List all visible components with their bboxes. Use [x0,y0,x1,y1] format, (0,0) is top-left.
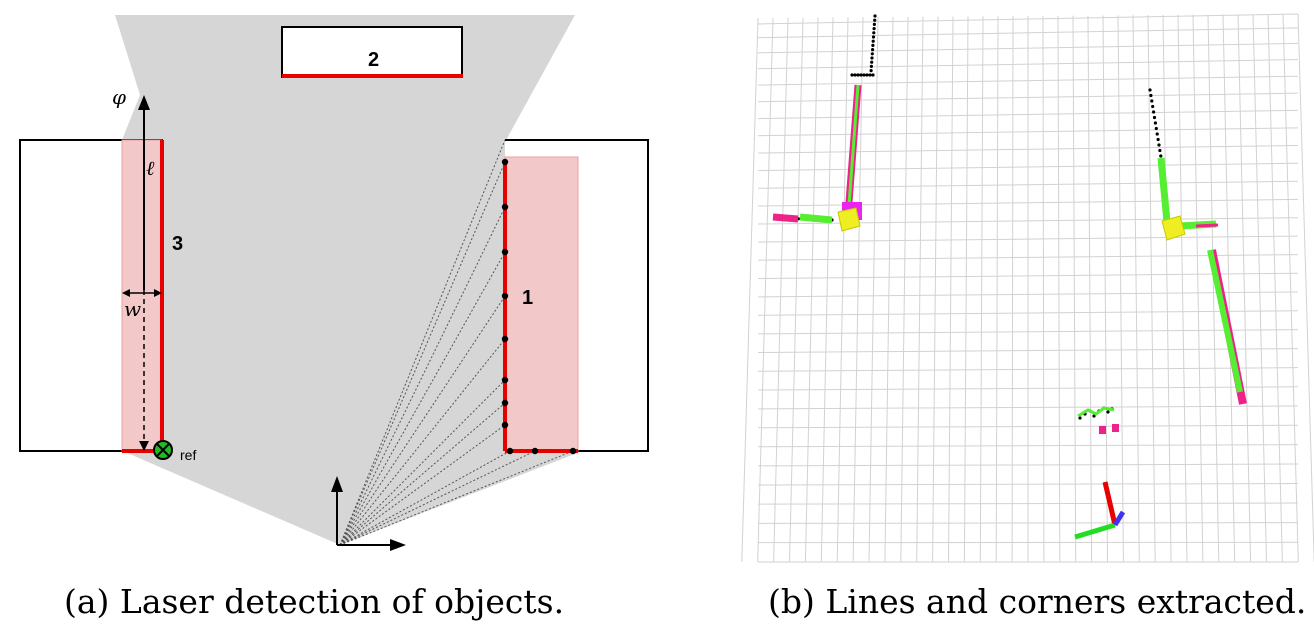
line-segment-green [847,84,860,206]
small-marker-magenta [1112,424,1119,432]
phi-axis-arrowhead [138,95,150,110]
line-segment-magenta [1195,223,1219,228]
robot-z-axis-blue [1112,510,1126,527]
extracted-features-view [741,13,1314,563]
object-1-label: 1 [522,287,533,309]
small-marker-magenta [1099,426,1106,434]
robot-x-axis-red [1102,481,1118,526]
length-arrowhead [139,441,149,451]
line-segment-magenta [772,213,799,223]
phi-label: φ [112,85,126,109]
line-segment-green [1077,406,1115,418]
laser-rays [339,139,574,546]
corner-marker-yellow [1161,215,1186,241]
laser-hit-points [501,158,577,455]
width-arrowhead-left [122,289,130,297]
line-segment-green [799,213,833,224]
sensor-x-arrowhead [390,539,406,551]
ground-grid [741,13,1314,563]
object-2-label: 2 [368,49,379,71]
sensor-y-arrowhead [331,476,343,492]
laser-field-of-view [115,15,585,545]
length-label: ℓ [146,156,155,180]
ref-marker-cross-b [156,443,170,457]
corner-marker-yellow [837,207,861,232]
line-segment-green [1157,157,1171,223]
laser-detection-diagram: φ ℓ w 3 ref 1 [19,15,649,551]
caption-b: (b) Lines and corners extracted. [768,582,1307,621]
ref-label: ref [180,447,196,463]
caption-a: (a) Laser detection of objects. [64,582,565,621]
object-2-box [281,26,463,78]
object-3-label: 3 [172,233,183,255]
width-label: w [124,297,141,321]
width-arrowhead-right [154,289,162,297]
robot-y-axis-green [1074,522,1116,540]
line-segment-green [1207,249,1243,393]
